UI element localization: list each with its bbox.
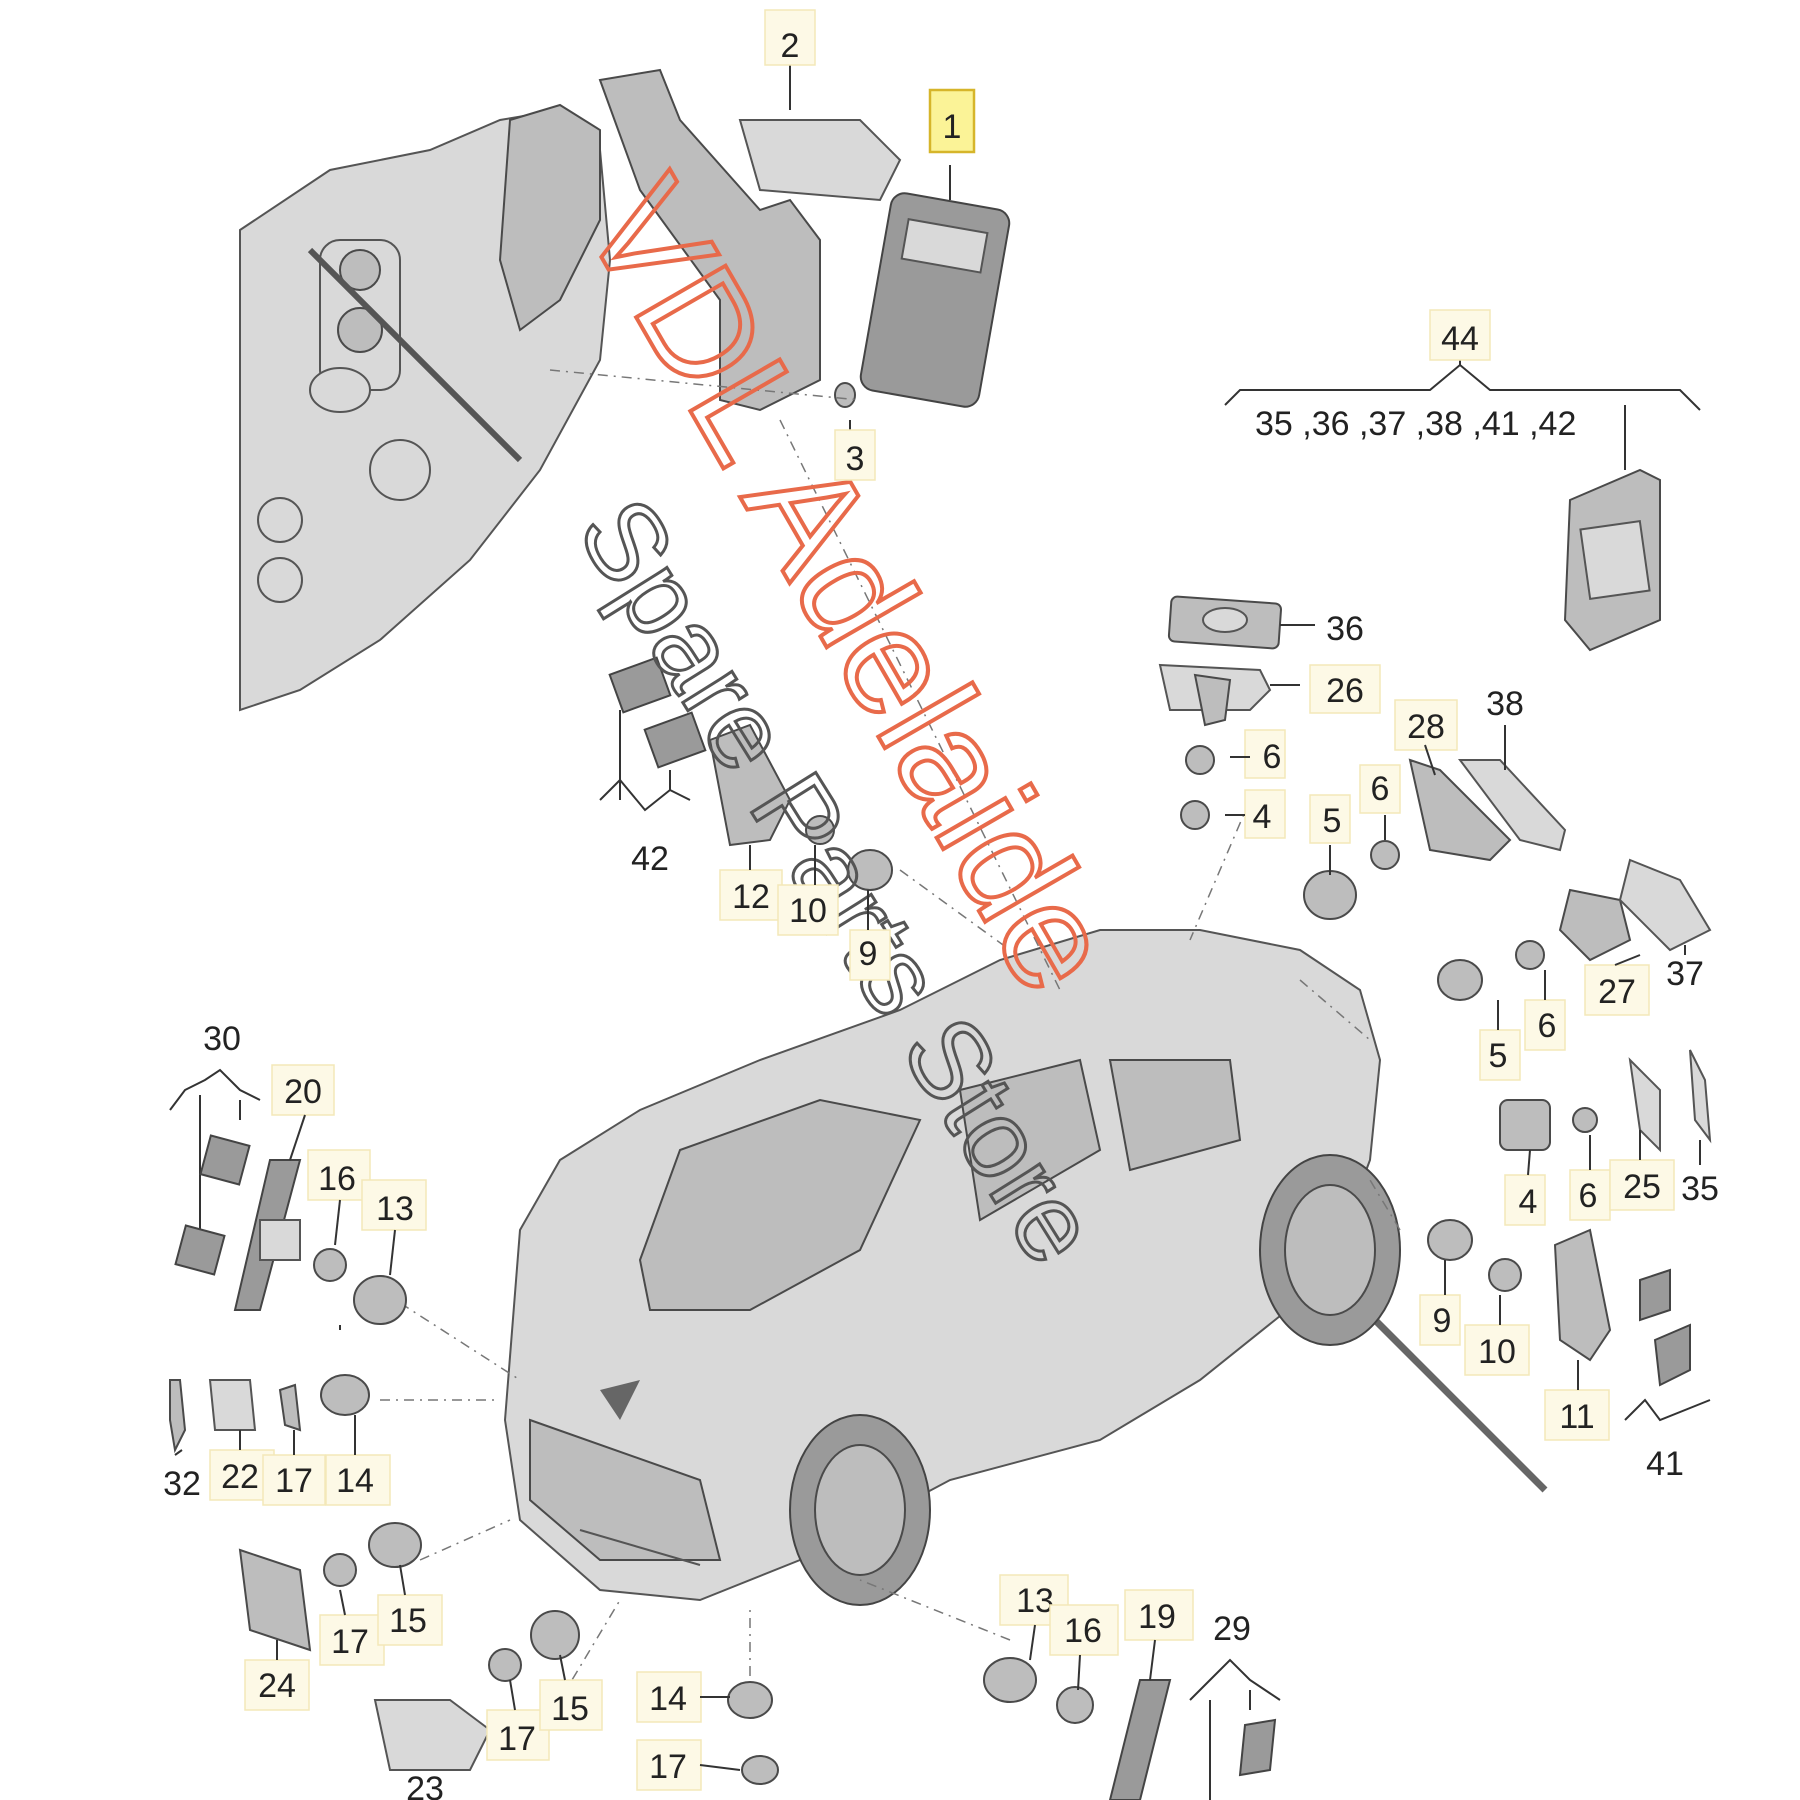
callout-17-d: 17 <box>649 1748 687 1786</box>
callout-4-a: 4 <box>1253 798 1272 836</box>
callout-1-group: 1 <box>928 88 976 154</box>
control-unit-assembly <box>549 50 1011 440</box>
callout-11: 11 <box>1559 1398 1594 1436</box>
callout-6-a: 6 <box>1263 738 1282 776</box>
callout-16-b: 16 <box>1064 1612 1102 1650</box>
callout-32: 32 <box>163 1465 201 1503</box>
callout-6-c: 6 <box>1538 1007 1557 1045</box>
callout-10-b: 10 <box>1478 1333 1516 1371</box>
callout-28: 28 <box>1407 708 1445 746</box>
callout-26: 26 <box>1326 672 1364 710</box>
callout-25: 25 <box>1623 1168 1661 1206</box>
callout-44: 44 <box>1441 320 1479 358</box>
callout-37: 37 <box>1666 955 1704 993</box>
callout-3: 3 <box>846 440 865 478</box>
callout-10-a: 10 <box>789 892 827 930</box>
callout-13-b: 13 <box>1016 1582 1054 1620</box>
callout-14-a: 14 <box>336 1462 374 1500</box>
callout-6-d: 6 <box>1579 1177 1598 1215</box>
callout-38: 38 <box>1486 685 1524 723</box>
callout-27: 27 <box>1598 973 1636 1011</box>
callout-20: 20 <box>284 1073 322 1111</box>
callout-2: 2 <box>781 27 800 65</box>
callout-14-b: 14 <box>649 1680 687 1718</box>
callout-13-a: 13 <box>376 1190 414 1228</box>
callout-19: 19 <box>1138 1598 1176 1636</box>
callout-4-b: 4 <box>1519 1183 1538 1221</box>
callout-29: 29 <box>1213 1610 1251 1648</box>
group-44-brace <box>1224 355 1701 652</box>
callout-9-b: 9 <box>1433 1302 1452 1340</box>
callout-5-b: 5 <box>1489 1037 1508 1075</box>
rear-left-sensors <box>599 656 893 891</box>
callout-41: 41 <box>1646 1445 1684 1483</box>
callouts: 2 3 36 26 6 4 5 6 28 38 42 12 10 9 37 27… <box>163 9 1719 1800</box>
callout-ticks <box>174 624 1701 1771</box>
group-44-members: 35 ,36 ,37 ,38 ,41 ,42 <box>1255 405 1576 443</box>
callout-16-a: 16 <box>318 1160 356 1198</box>
callout-15-a: 15 <box>389 1602 427 1640</box>
callout-22: 22 <box>221 1458 259 1496</box>
callout-24: 24 <box>258 1667 296 1705</box>
car-body <box>503 929 1401 1606</box>
callout-30: 30 <box>203 1020 241 1058</box>
callout-17-a: 17 <box>275 1462 313 1500</box>
callout-1: 1 <box>943 108 962 146</box>
callout-36: 36 <box>1326 610 1364 648</box>
callout-9-a: 9 <box>859 935 878 973</box>
callout-17-b: 17 <box>331 1623 369 1661</box>
front-left-sensors <box>169 1068 407 1454</box>
rear-right-sensors <box>1158 595 1712 1493</box>
callout-17-c: 17 <box>498 1720 536 1758</box>
callout-12: 12 <box>732 878 770 916</box>
front-bottom-sensors <box>238 1522 1281 1800</box>
group-44-labels: 44 35 ,36 ,37 ,38 ,41 ,42 <box>1255 309 1576 443</box>
callout-6-b: 6 <box>1371 770 1390 808</box>
callout-23: 23 <box>406 1770 444 1800</box>
callout-42: 42 <box>631 840 669 878</box>
callout-5-a: 5 <box>1323 802 1342 840</box>
callout-35: 35 <box>1681 1170 1719 1208</box>
tailgate-panel <box>239 103 612 712</box>
callout-15-b: 15 <box>551 1690 589 1728</box>
